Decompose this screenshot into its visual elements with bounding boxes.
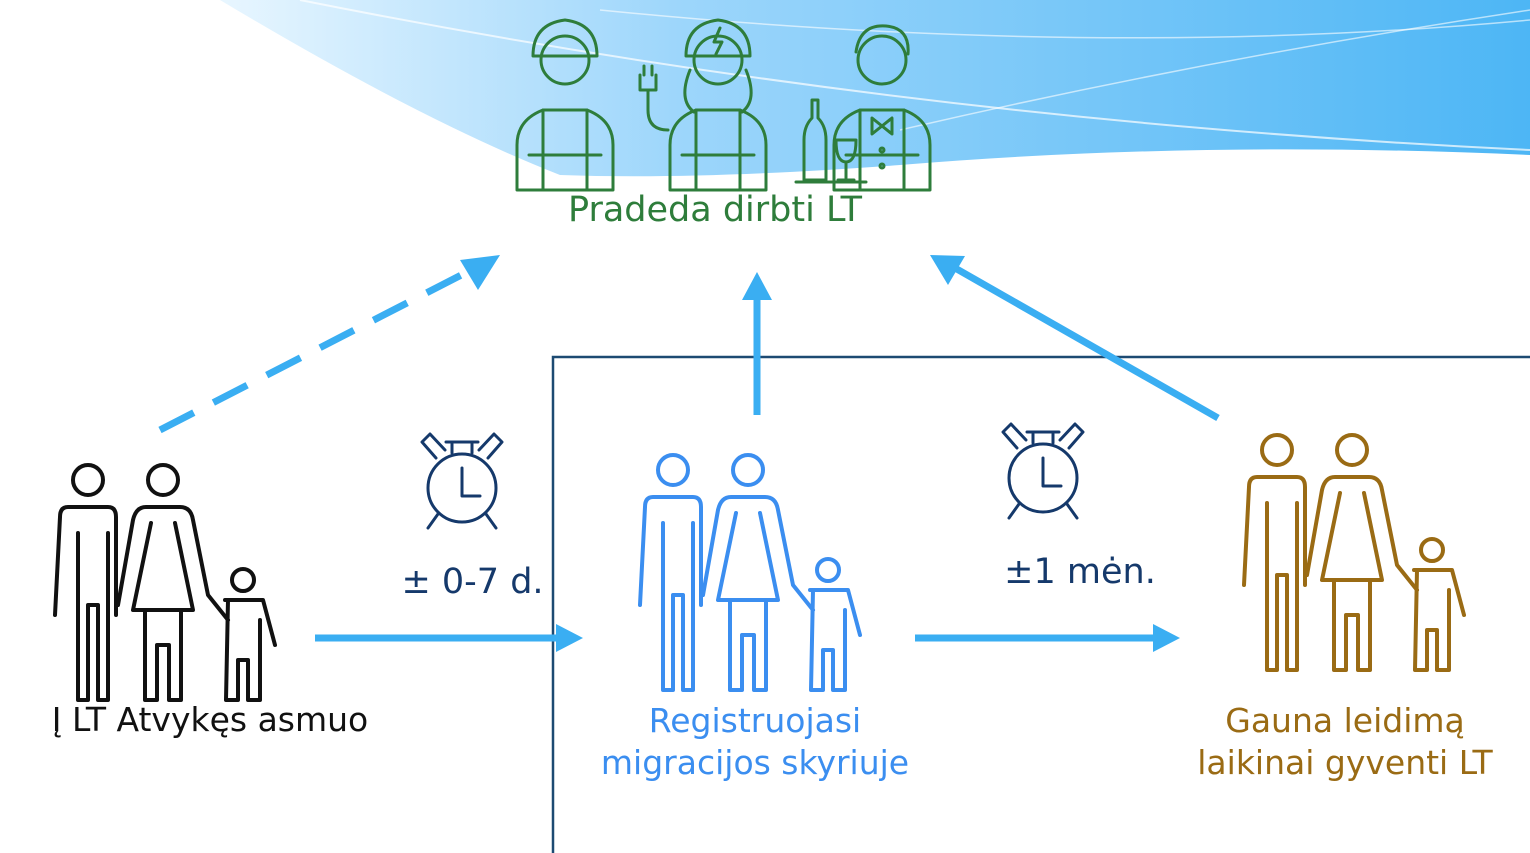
workers-group-icon — [515, 18, 932, 192]
edge-arrows — [158, 255, 1220, 652]
start-work-label: Pradeda dirbti LT — [567, 190, 863, 230]
duration-label-step2: ±1 mėn. — [1004, 552, 1156, 592]
arrowhead — [460, 255, 500, 290]
permit-label-line1: Gauna leidimą — [1225, 701, 1465, 740]
register-label-line2: migracijos skyriuje — [600, 743, 910, 782]
register-label-line1: Registruojasi — [648, 701, 862, 740]
alarm-clock-icon — [420, 432, 504, 530]
family-icon-arrived — [53, 463, 277, 702]
arrowhead — [556, 624, 583, 652]
permit-label: Gauna leidimą laikinai gyventi LT — [1160, 700, 1530, 784]
alarm-clock-icon — [1001, 422, 1085, 520]
arrowhead — [1153, 624, 1180, 652]
arrived-person-label: Į LT Atvykęs asmuo — [51, 700, 369, 739]
arrow-permit-to-work — [953, 264, 1220, 422]
process-frame — [551, 355, 1530, 853]
arrow-arrived-to-work — [158, 264, 477, 434]
arrowhead — [742, 272, 772, 300]
duration-label-step1: ± 0-7 d. — [401, 562, 544, 602]
family-icon-register — [638, 453, 862, 692]
register-label: Registruojasi migracijos skyriuje — [560, 700, 950, 784]
arrowhead — [930, 255, 965, 285]
family-icon-permit — [1242, 433, 1466, 672]
permit-label-line2: laikinai gyventi LT — [1197, 743, 1493, 782]
